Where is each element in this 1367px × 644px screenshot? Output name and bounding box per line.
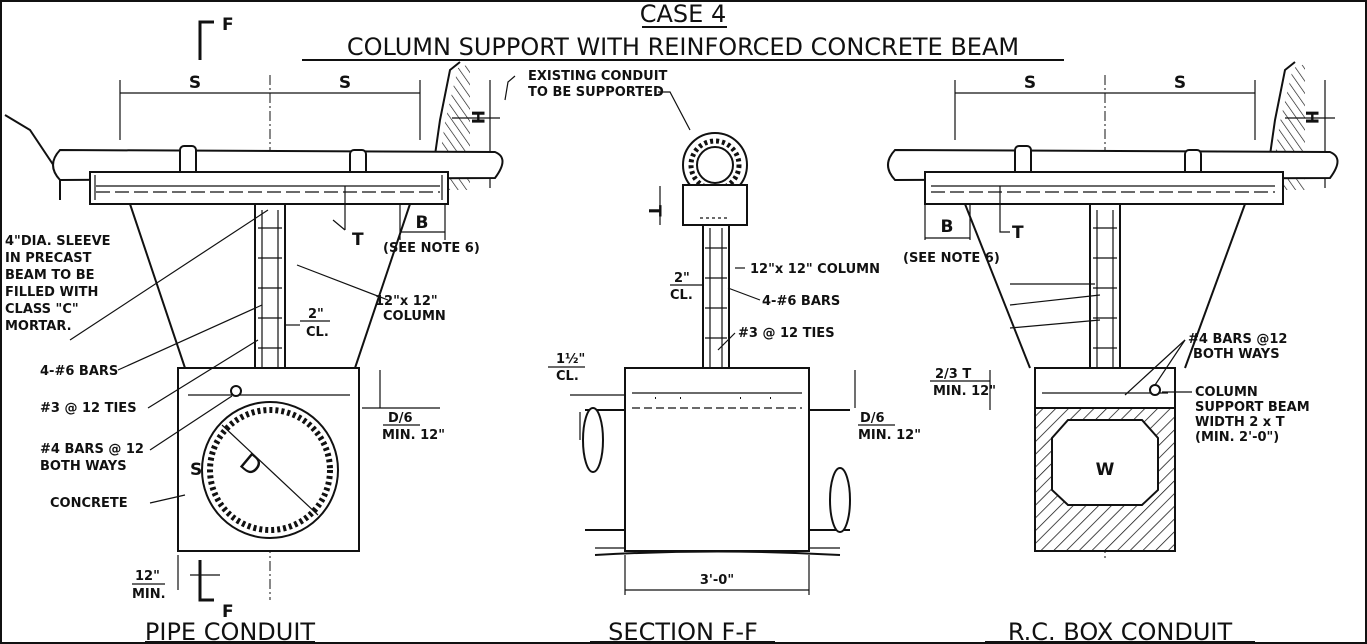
- column-right: [1089, 203, 1121, 369]
- pipe-caption: PIPE CONDUIT: [145, 618, 316, 644]
- box-conduit-view: S S H B T (SEE NOTE 6) 2/3 T: [887, 61, 1339, 644]
- sleeve-note-2: IN PRECAST: [5, 251, 92, 266]
- pipe-column-word: COLUMN: [383, 309, 446, 324]
- pipe-min-12: 12": [135, 569, 160, 584]
- pipe-dim-s-right: S: [339, 73, 351, 93]
- pipe-dim-b: B: [416, 213, 429, 233]
- section-d6-min: MIN. 12": [858, 428, 921, 443]
- pipe-dim-s-left: S: [189, 73, 201, 93]
- box-bars4-note-2: BOTH WAYS: [1193, 347, 1280, 362]
- pipe-cl-label: CL.: [306, 325, 329, 340]
- existing-note-1: EXISTING CONDUIT: [528, 69, 668, 84]
- pipe-dim-t: T: [352, 230, 364, 250]
- section-cl15-dim: 1½": [556, 352, 585, 367]
- pipe-bars-note: 4-#6 BARS: [40, 364, 118, 379]
- pipe-d6: D/6: [388, 411, 413, 426]
- sleeve-note-4: FILLED WITH: [5, 285, 98, 300]
- section-cut-marker-top: [198, 20, 214, 60]
- box-bars4-note-1: #4 BARS @12: [1188, 332, 1287, 347]
- section-ties-note: #3 @ 12 TIES: [738, 326, 835, 341]
- pipe-bars4-note-2: BOTH WAYS: [40, 459, 127, 474]
- pipe-cl-dim: 2": [308, 307, 324, 322]
- box-support-1: COLUMN: [1195, 385, 1258, 400]
- box-caption: R.C. BOX CONDUIT: [1008, 618, 1233, 644]
- section-column-note: 12"x 12" COLUMN: [750, 262, 880, 277]
- pipe-column-size: 12"x 12": [375, 294, 438, 309]
- pipe-d6-min: MIN. 12": [382, 428, 445, 443]
- pipe-ties-note: #3 @ 12 TIES: [40, 401, 137, 416]
- case-label: CASE 4: [640, 0, 726, 28]
- box-dim-s-right: S: [1174, 73, 1186, 93]
- pipe-min-label: MIN.: [132, 587, 166, 602]
- pipe-concrete-note: CONCRETE: [50, 496, 128, 511]
- box-dim-s-left: S: [1024, 73, 1036, 93]
- section-column: [702, 224, 730, 369]
- box-support-3: WIDTH 2 x T: [1195, 415, 1285, 430]
- box-min12: MIN. 12": [933, 384, 996, 399]
- section-cl-label: CL.: [670, 288, 693, 303]
- sleeve-note-6: MORTAR.: [5, 319, 72, 334]
- section-footing: [624, 367, 810, 552]
- section-bars-note: 4-#6 BARS: [762, 294, 840, 309]
- section-dim-t: T: [644, 205, 664, 217]
- section-d6: D/6: [860, 411, 885, 426]
- box-dim-t: T: [1012, 223, 1024, 243]
- section-letter-bottom: F: [222, 602, 234, 622]
- rc-box-opening: [1051, 419, 1159, 506]
- pipe-note6: (SEE NOTE 6): [383, 241, 480, 256]
- box-dim-h: H: [1301, 110, 1321, 124]
- pipe-bars4-note-1: #4 BARS @ 12: [40, 442, 144, 457]
- pipe-s-mark: S: [190, 460, 202, 480]
- box-note6: (SEE NOTE 6): [903, 251, 1000, 266]
- box-dim-w: W: [1096, 460, 1115, 480]
- section-width: 3'-0": [700, 573, 734, 588]
- section-letter-top: F: [222, 15, 234, 35]
- drawing-title: COLUMN SUPPORT WITH REINFORCED CONCRETE …: [347, 33, 1019, 61]
- box-dim-b: B: [941, 217, 954, 237]
- section-cl15-label: CL.: [556, 369, 579, 384]
- box-support-2: SUPPORT BEAM: [1195, 400, 1310, 415]
- section-cut-marker-bottom: [198, 560, 214, 602]
- sleeve-note-3: BEAM TO BE: [5, 268, 95, 283]
- existing-note-2: TO BE SUPPORTED: [528, 85, 664, 100]
- section-cl-dim: 2": [674, 271, 690, 286]
- precast-beam-left: [89, 171, 449, 205]
- section-ff-view: EXISTING CONDUIT TO BE SUPPORTED T 2" CL…: [504, 69, 921, 644]
- precast-beam-right: [924, 171, 1284, 205]
- section-caption: SECTION F-F: [608, 618, 758, 644]
- pipe-dim-h: H: [467, 110, 487, 124]
- pipe-conduit-view: S S H T B (SE: [4, 61, 504, 644]
- box-support-4: (MIN. 2'-0"): [1195, 430, 1279, 445]
- section-beam: [682, 184, 748, 226]
- box-twothirds: 2/3 T: [935, 367, 971, 382]
- sleeve-note-1: 4"DIA. SLEEVE: [5, 234, 111, 249]
- sleeve-note-5: CLASS "C": [5, 302, 79, 317]
